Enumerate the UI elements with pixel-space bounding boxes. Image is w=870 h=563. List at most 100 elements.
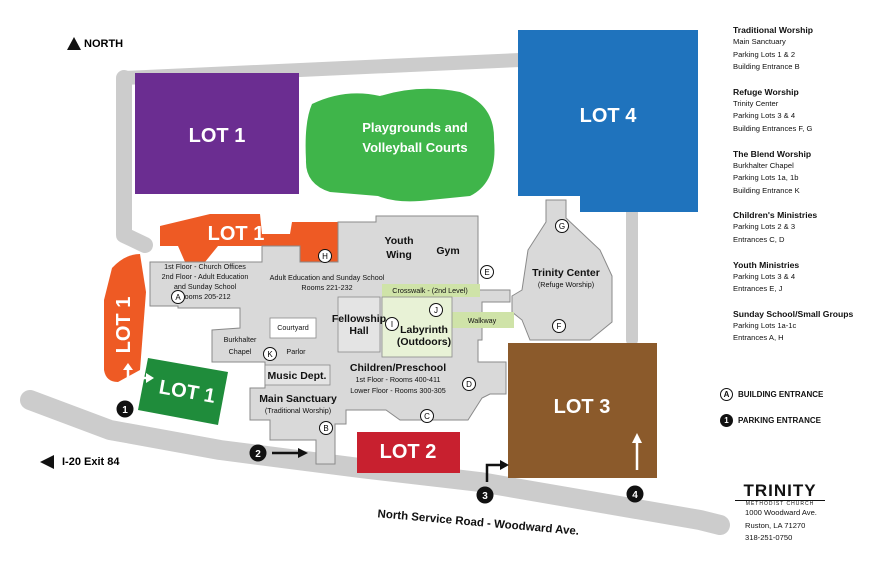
youth-wing-line-1: Youth [385,235,414,247]
west-drive [116,70,153,253]
lot2-label: LOT 2 [380,441,437,463]
parking-entrance-1: 1 [116,400,134,418]
lot1-vertical [104,254,146,382]
legend-line: Main Sanctuary [733,37,786,46]
north-indicator: NORTH [67,37,123,50]
west-arrow-icon [40,455,54,469]
offices-line-4: Rooms 205-212 [179,292,230,301]
parking-entrance-icon: 1 [720,414,733,427]
offices-line-3: and Sunday School [174,282,237,291]
parking-arrow-1 [123,363,154,386]
walkway [452,312,514,328]
labyrinth-line-2: (Outdoors) [397,336,451,348]
legend-group-refuge: Refuge Worship Trinity Center Parking Lo… [733,86,865,136]
legend-line: Building Entrances F, G [733,123,813,133]
entrance-a: A [171,290,185,304]
fellowship-line-1: Fellowship [332,313,386,325]
legend-line: Entrances A, H [733,333,784,343]
parking-entrance-2: 2 [249,444,267,462]
svg-text:4: 4 [632,490,638,501]
children-line-2: 1st Floor - Rooms 400-411 [356,375,441,384]
building-entrance-icon: A [720,388,733,401]
parking-arrow-4 [632,433,642,470]
legend-line: Entrances C, D [733,234,785,244]
legend-group-traditional: Traditional Worship Main Sanctuary Parki… [733,24,865,74]
key-building-entrance: A BUILDING ENTRANCE [720,388,823,401]
north-label: NORTH [84,37,124,50]
labyrinth-line-1: Labyrinth [400,324,448,336]
entrance-c: C [420,409,434,423]
entrance-e: E [480,265,494,279]
music-dept-box [264,364,331,386]
fellowship-hall [337,296,381,353]
svg-text:1: 1 [122,405,128,416]
address-line: Ruston, LA 71270 [745,520,806,530]
brand-subtitle: METHODIST CHURCH [735,500,825,507]
offices-line-1: 1st Floor - Church Offices [164,262,246,271]
road-label: North Service Road - Woodward Ave. [377,508,579,538]
sanctuary-line-1: Main Sanctuary [259,393,337,405]
svg-text:D: D [466,380,472,389]
playground-label-2: Volleyball Courts [362,140,467,155]
svg-text:J: J [434,306,438,315]
fellowship-line-2: Hall [349,325,368,337]
entrance-g: G [555,219,569,233]
building-entrance-key-label: BUILDING ENTRANCE [738,390,824,399]
svg-text:K: K [267,350,273,359]
parking-entrance-4: 4 [626,485,644,503]
burkhalter-line-1: Burkhalter [224,335,257,344]
address-line: 1000 Woodward Ave. [745,508,817,517]
legend-line: Parking Lots 1a-1c [733,320,797,330]
legend-title: Sunday School/Small Groups [733,308,854,319]
legend-line: Parking Lots 1 & 2 [733,49,796,59]
courtyard-label: Courtyard [277,323,309,332]
svg-text:C: C [424,412,430,421]
svg-text:I: I [391,320,393,329]
legend-line: Burkhalter Chapel [733,160,794,170]
legend-title: Youth Ministries [733,259,800,270]
brand-name: TRINITY [743,481,817,500]
svg-text:2: 2 [255,449,261,460]
legend-line: Parking Lots 2 & 3 [733,222,796,232]
entrance-d: D [462,377,476,391]
worship-legend: Traditional Worship Main Sanctuary Parki… [733,24,865,357]
legend-line: Building Entrance K [733,185,800,195]
gym-label: Gym [436,245,459,257]
entrance-i: I [385,317,399,331]
trinity-center-building [511,199,613,341]
lot1-purple [135,73,299,194]
playground-area [305,88,495,202]
legend-line: Parking Lots 1a, 1b [733,173,799,183]
entrance-b: B [319,421,333,435]
svg-text:F: F [557,322,562,331]
youth-wing-line-2: Wing [386,249,412,261]
legend-line: Trinity Center [733,98,779,108]
lot4 [518,30,698,212]
lot1-green [138,358,228,425]
legend-group-children: Children's Ministries Parking Lots 2 & 3… [733,209,865,246]
lot2 [357,432,460,473]
adult-ed-line-1: Adult Education and Sunday School [270,273,385,282]
main-building [149,215,511,465]
legend-title: Traditional Worship [733,25,814,35]
entrance-f: F [552,319,566,333]
church-brand: TRINITY METHODIST CHURCH 1000 Woodward A… [735,482,825,545]
legend-title: Refuge Worship [733,86,799,97]
lot1-purple-label: LOT 1 [189,125,246,147]
svg-text:H: H [322,252,328,261]
legend-line: Parking Lots 3 & 4 [733,271,796,281]
svg-text:B: B [323,424,328,433]
exit-indicator: I-20 Exit 84 [40,455,119,469]
children-line-1: Children/Preschool [350,362,446,374]
lot1-orange-label: LOT 1 [208,223,265,245]
svg-text:A: A [175,293,181,302]
lot3-label: LOT 3 [554,396,611,418]
legend-line: Parking Lots 3 & 4 [733,111,796,121]
crosswalk [382,284,480,297]
lot1-vertical-label: LOT 1 [113,297,135,354]
music-label: Music Dept. [268,370,327,382]
playground-label-1: Playgrounds and [362,120,468,135]
legend-group-blend: The Blend Worship Burkhalter Chapel Park… [733,148,865,198]
entrance-j: J [429,303,443,317]
burkhalter-line-2: Chapel [229,347,252,356]
